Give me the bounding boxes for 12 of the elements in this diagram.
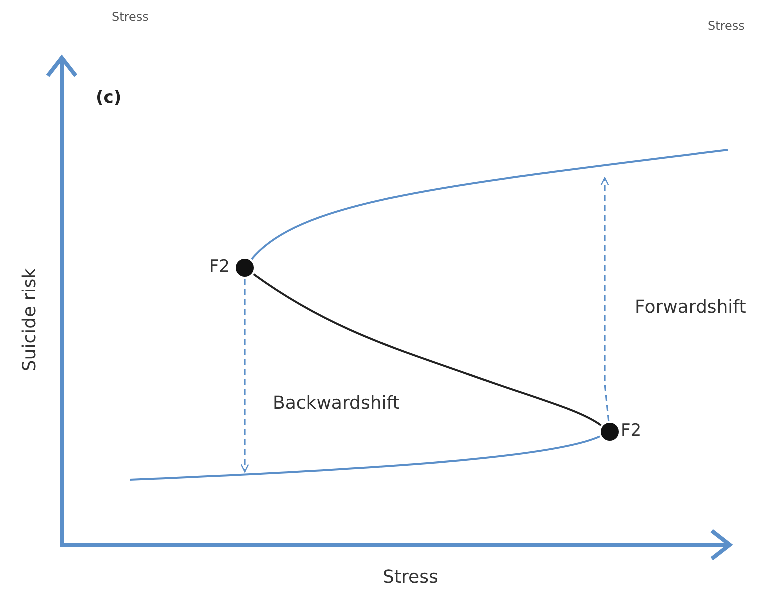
point-label: F2 (209, 257, 230, 277)
axis-title: Stress (383, 567, 438, 588)
point-label: F2 (621, 421, 642, 441)
axis-label: Stress (708, 19, 745, 33)
axis-title: Suicide risk (20, 268, 40, 372)
curve-branch (130, 436, 600, 481)
dashed-arrow (600, 177, 610, 422)
dashed-arrow (240, 279, 250, 473)
axis-label: Stress (112, 10, 149, 24)
curve-segment (253, 274, 602, 426)
curve-branch (251, 149, 728, 260)
panel-label: (c) (96, 88, 122, 108)
